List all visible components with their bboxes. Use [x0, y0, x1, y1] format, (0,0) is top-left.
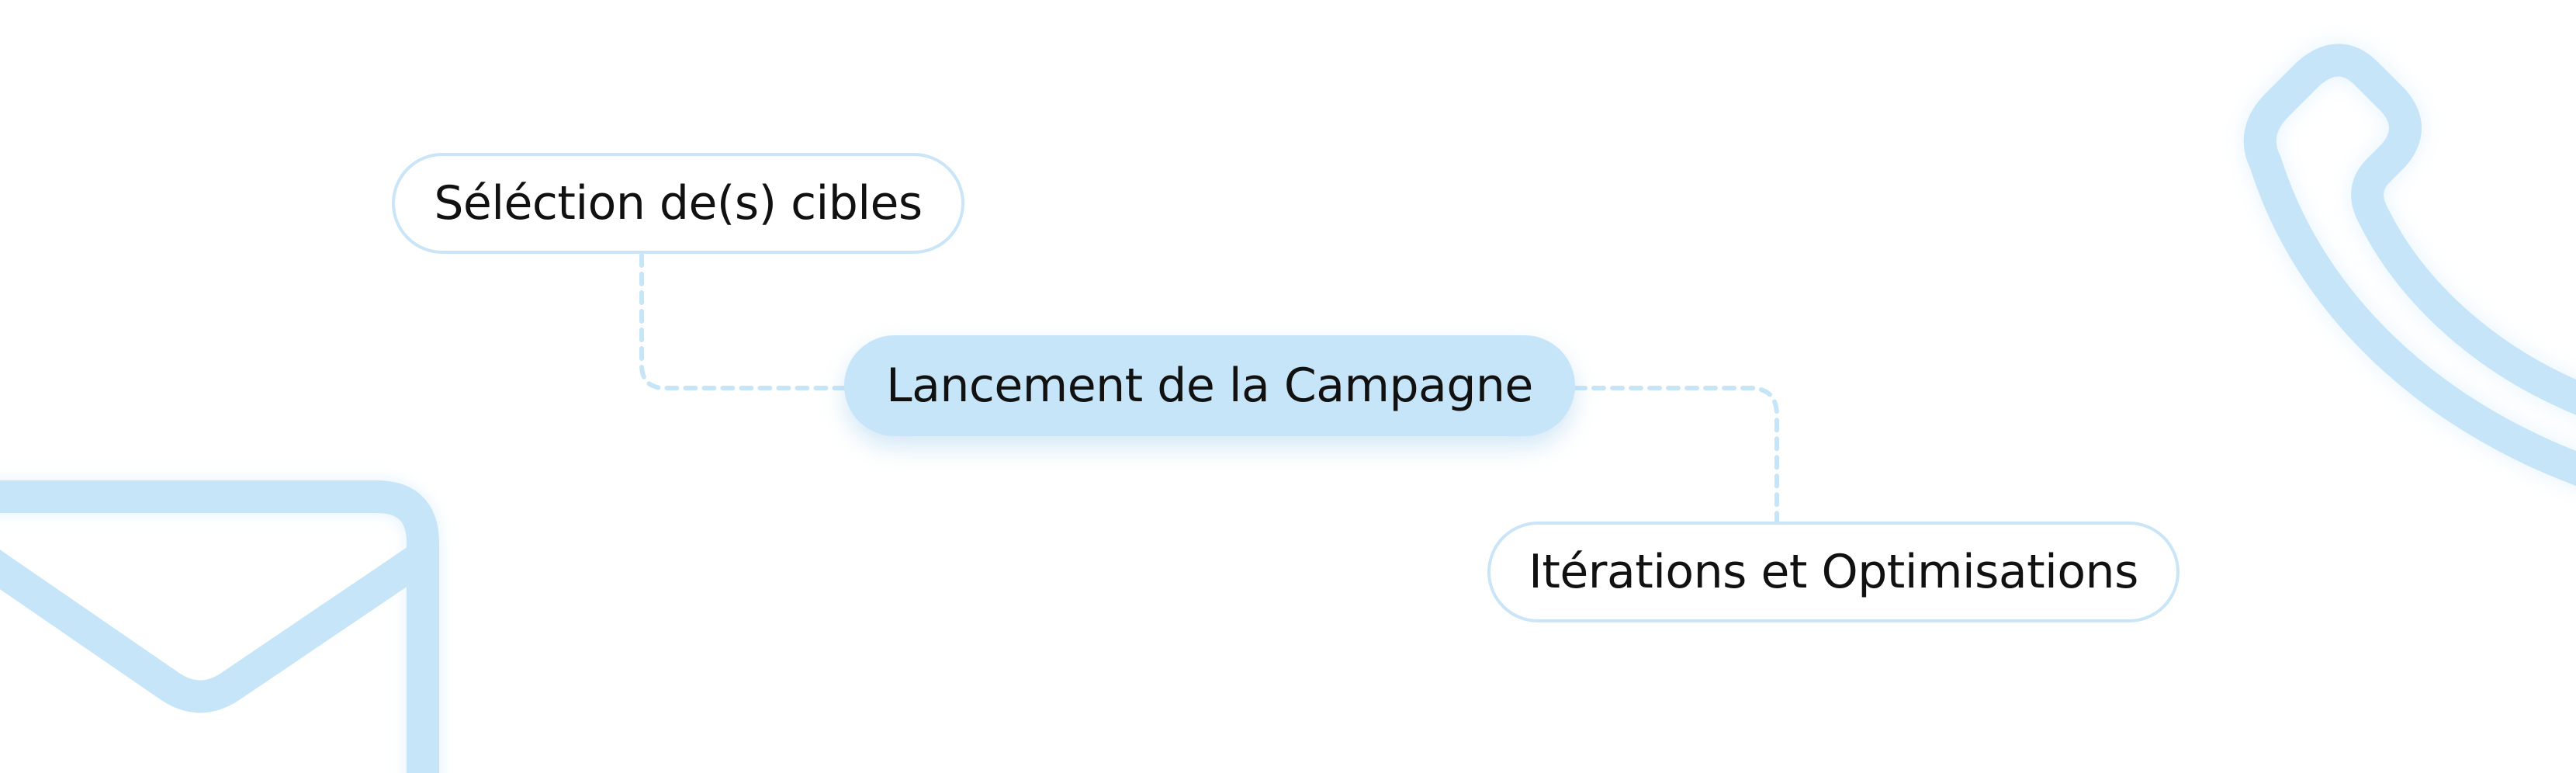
edge-lancement-iterations — [1573, 386, 1779, 524]
node-lancement-campagne: Lancement de la Campagne — [844, 335, 1575, 436]
edge-selection-lancement — [639, 253, 847, 390]
node-label: Séléction de(s) cibles — [434, 176, 923, 231]
node-iterations-optimisations: Itérations et Optimisations — [1487, 522, 2180, 622]
node-label: Lancement de la Campagne — [886, 359, 1533, 413]
node-label: Itérations et Optimisations — [1529, 545, 2138, 599]
node-selection-cibles: Séléction de(s) cibles — [392, 153, 964, 254]
